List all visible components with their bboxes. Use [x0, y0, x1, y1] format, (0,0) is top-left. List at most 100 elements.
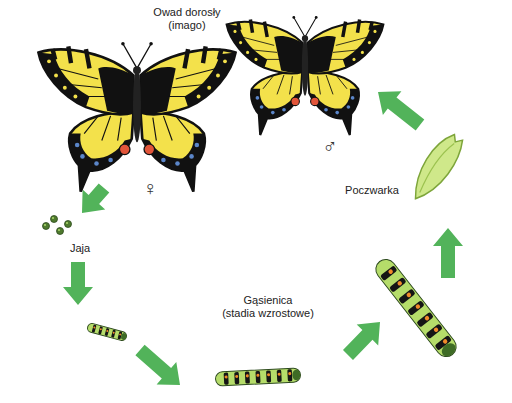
female-butterfly	[47, 59, 51, 63]
female-butterfly	[38, 46, 133, 191]
caterpillar	[98, 326, 103, 334]
female-butterfly	[73, 95, 77, 99]
male-butterfly	[242, 37, 280, 59]
female-butterfly	[185, 53, 236, 108]
caterpillar	[92, 324, 97, 332]
stage-arrow	[343, 322, 380, 360]
male-butterfly	[324, 108, 328, 112]
male-butterfly	[274, 36, 302, 73]
caterpillar	[278, 373, 281, 376]
eggs	[51, 216, 58, 223]
caterpillar	[100, 328, 102, 330]
caterpillar	[287, 369, 292, 381]
male-butterfly	[343, 24, 384, 67]
male-butterfly	[238, 20, 267, 38]
caterpillar	[93, 326, 95, 328]
caterpillar	[389, 277, 406, 293]
female-butterfly	[38, 42, 235, 192]
female-butterfly	[58, 68, 106, 96]
caterpillar	[372, 255, 460, 360]
male-butterfly	[311, 97, 319, 105]
eggs	[43, 216, 72, 235]
male-butterfly	[227, 20, 303, 136]
label-line: (imago)	[153, 19, 220, 32]
caterpillar	[215, 368, 301, 386]
caterpillar	[407, 300, 424, 316]
eggs	[44, 224, 46, 226]
stage-arrow	[378, 91, 424, 130]
stage-label: Gąsienica (stadia wzrostowe)	[222, 294, 314, 320]
male-butterfly	[263, 75, 292, 95]
female-butterfly	[80, 154, 85, 159]
caterpillar	[87, 322, 128, 341]
caterpillar	[424, 315, 430, 321]
female-butterfly	[119, 144, 130, 155]
female-butterfly	[84, 116, 121, 141]
pupa	[404, 129, 468, 205]
caterpillar	[416, 312, 433, 328]
caterpillar	[224, 373, 229, 385]
caterpillar	[425, 323, 442, 339]
female-butterfly	[161, 158, 166, 163]
male-butterfly	[246, 51, 249, 54]
female-butterfly	[108, 158, 113, 163]
female-butterfly	[75, 143, 80, 148]
female-butterfly	[207, 86, 211, 90]
stage-arrow	[63, 262, 93, 305]
caterpillar	[380, 265, 397, 281]
female-butterfly	[175, 161, 180, 166]
female-butterfly	[69, 112, 133, 191]
stage-arrow	[433, 228, 463, 278]
male-butterfly	[308, 20, 384, 136]
female-butterfly	[185, 46, 222, 68]
male-butterfly	[335, 111, 339, 115]
male-butterfly	[315, 16, 318, 19]
female-butterfly	[189, 154, 194, 159]
caterpillar	[398, 289, 415, 305]
caterpillar	[120, 333, 127, 341]
eggs	[65, 221, 72, 228]
male-butterfly	[251, 72, 302, 135]
caterpillar	[292, 369, 300, 380]
male-butterfly	[308, 72, 359, 135]
caterpillar	[267, 373, 270, 376]
label-line: Owad dorosły	[153, 6, 220, 19]
pupa	[404, 129, 468, 205]
caterpillar	[105, 328, 110, 336]
male-butterfly	[373, 30, 376, 33]
male-butterfly	[368, 41, 371, 44]
stage-arrow	[82, 183, 109, 213]
female-butterfly	[216, 74, 220, 78]
caterpillar	[433, 327, 439, 333]
caterpillar	[234, 372, 239, 384]
male-butterfly	[302, 35, 308, 41]
female-butterfly	[94, 161, 99, 166]
male-butterfly	[239, 41, 242, 44]
male-butterfly	[351, 96, 355, 100]
eggs	[58, 229, 60, 231]
female-butterfly	[121, 42, 125, 46]
male-butterfly	[256, 96, 260, 100]
caterpillar	[388, 269, 394, 275]
stage-arrow	[135, 345, 180, 385]
male-butterfly	[260, 105, 264, 109]
caterpillar	[372, 255, 460, 360]
male-butterfly	[227, 16, 384, 135]
caterpillar	[245, 371, 250, 383]
female-butterfly	[223, 59, 227, 63]
female-butterfly	[141, 67, 176, 114]
label-line: (stadia wzrostowe)	[222, 307, 314, 320]
pupa	[417, 141, 454, 192]
male-butterfly	[233, 30, 236, 33]
female-butterfly	[53, 46, 90, 68]
caterpillar	[406, 292, 412, 298]
caterpillar	[106, 330, 108, 332]
caterpillar	[119, 333, 121, 335]
caterpillar	[266, 370, 271, 382]
caterpillar	[277, 370, 282, 382]
stage-label: Poczwarka	[345, 184, 399, 197]
female-butterfly	[69, 134, 132, 192]
male-butterfly	[308, 36, 336, 73]
male-butterfly	[318, 75, 347, 95]
